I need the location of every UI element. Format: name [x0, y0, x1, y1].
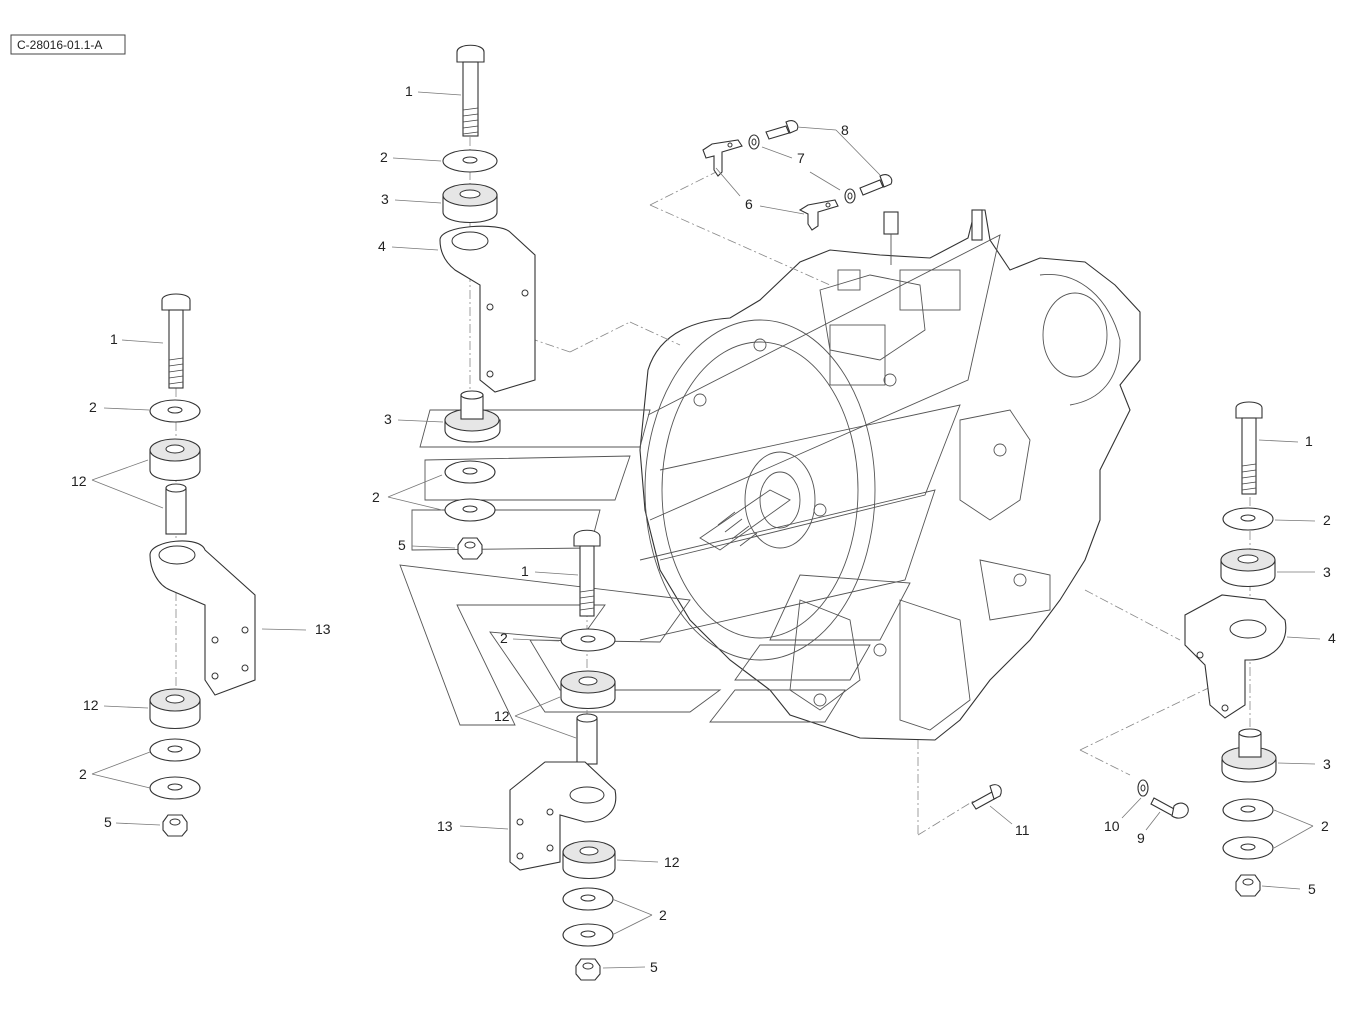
- left-spacer-tube: [165, 483, 187, 535]
- left-bushing-top: [149, 438, 201, 481]
- callout-left-bushing-top: 12: [71, 473, 87, 489]
- callout-left-bracket: 13: [315, 621, 331, 637]
- left-washer-top: [149, 399, 201, 423]
- left-bracket: [149, 540, 256, 696]
- lower-washer: [560, 628, 616, 652]
- left-mount-stack: 1 2 12 13 12 2 5: [71, 293, 331, 837]
- callout-left-bolt: 1: [110, 331, 118, 347]
- callout-left-bushing-bottom: 12: [83, 697, 99, 713]
- transmission-housing: [639, 209, 1141, 741]
- left-bolt: [161, 293, 191, 389]
- callout-bottom-bolt-9: 9: [1137, 830, 1145, 846]
- washer-upper: [748, 134, 760, 150]
- callout-top-washer: 7: [797, 150, 805, 166]
- callout-lower-bushing-top: 12: [494, 708, 510, 724]
- lower-nut: [575, 958, 601, 981]
- bolt-lower: [859, 174, 893, 196]
- left-bushing-bottom: [149, 688, 201, 729]
- callout-lower-washers: 2: [659, 907, 667, 923]
- lower-bushing-top: [560, 670, 616, 710]
- bolt-9: [1150, 797, 1189, 819]
- callout-right-nut: 5: [1308, 881, 1316, 897]
- lower-spacer-tube: [576, 713, 598, 765]
- callout-lower-nut: 5: [650, 959, 658, 975]
- callout-upper-cushion-bottom: 3: [384, 411, 392, 427]
- left-nut: [162, 814, 188, 837]
- lower-washers: [562, 887, 614, 947]
- bolt-11: [971, 784, 1002, 810]
- callout-bottom-washer: 10: [1104, 818, 1120, 834]
- callout-left-washer-top: 2: [89, 399, 97, 415]
- callout-upper-nut: 5: [398, 537, 406, 553]
- callout-upper-washer: 2: [380, 149, 388, 165]
- drawing-reference-label: C-28016-01.1-A: [17, 38, 102, 52]
- right-nut: [1235, 874, 1261, 897]
- callout-upper-cushion-top: 3: [381, 191, 389, 207]
- clip-lower: [798, 199, 839, 231]
- callout-lower-bushing-bottom: 12: [664, 854, 680, 870]
- upper-washer: [442, 149, 498, 173]
- callout-right-cushion-bottom: 3: [1323, 756, 1331, 772]
- bottom-fasteners: 11 10 9: [971, 779, 1189, 846]
- upper-cushion-top: [442, 183, 498, 224]
- right-bolt: [1235, 401, 1263, 495]
- upper-bolt: [456, 44, 485, 137]
- right-cushion-bottom: [1221, 728, 1277, 783]
- lower-bracket: [509, 761, 617, 871]
- top-clip-fasteners: 8 7 6: [702, 120, 893, 231]
- callout-right-bracket: 4: [1328, 630, 1336, 646]
- right-mount-stack: 1 2 3 4 3 2 5: [1184, 401, 1336, 897]
- lower-center-mount-stack: 1 2 12 13 12 2 5: [437, 529, 680, 981]
- upper-center-mount-stack: 1 2 3 4 3 2 5: [372, 44, 536, 560]
- lower-bolt: [573, 529, 601, 617]
- clip-upper: [702, 139, 743, 177]
- callout-bottom-bolt-11: 11: [1015, 822, 1030, 838]
- callout-upper-washers: 2: [372, 489, 380, 505]
- right-cushion-top: [1220, 548, 1276, 588]
- callout-left-washers-bottom: 2: [79, 766, 87, 782]
- right-washer-top: [1222, 507, 1274, 531]
- callout-right-bolt: 1: [1305, 433, 1313, 449]
- callout-right-washers: 2: [1321, 818, 1329, 834]
- left-washers-bottom: [149, 738, 201, 800]
- callout-upper-bolt: 1: [405, 83, 413, 99]
- washer-lower: [844, 188, 856, 204]
- upper-washers: [444, 460, 496, 522]
- right-bracket: [1184, 594, 1287, 719]
- callout-lower-washer: 2: [500, 630, 508, 646]
- callout-right-washer-top: 2: [1323, 512, 1331, 528]
- upper-bracket: [439, 225, 536, 393]
- callout-upper-bracket: 4: [378, 238, 386, 254]
- drawing-reference: C-28016-01.1-A: [10, 34, 126, 55]
- washer-10: [1137, 779, 1149, 797]
- callout-left-nut: 5: [104, 814, 112, 830]
- lower-bushing-bottom: [562, 840, 616, 879]
- upper-nut: [457, 537, 483, 560]
- callout-right-cushion-top: 3: [1323, 564, 1331, 580]
- bolt-upper: [765, 120, 799, 140]
- upper-cushion-bottom: [444, 390, 501, 443]
- frame-outline: [399, 234, 1001, 726]
- right-washers: [1222, 798, 1274, 860]
- callout-lower-bolt: 1: [521, 563, 529, 579]
- callout-top-clip: 6: [745, 196, 753, 212]
- callout-top-bolt: 8: [841, 122, 849, 138]
- callout-lower-bracket: 13: [437, 818, 453, 834]
